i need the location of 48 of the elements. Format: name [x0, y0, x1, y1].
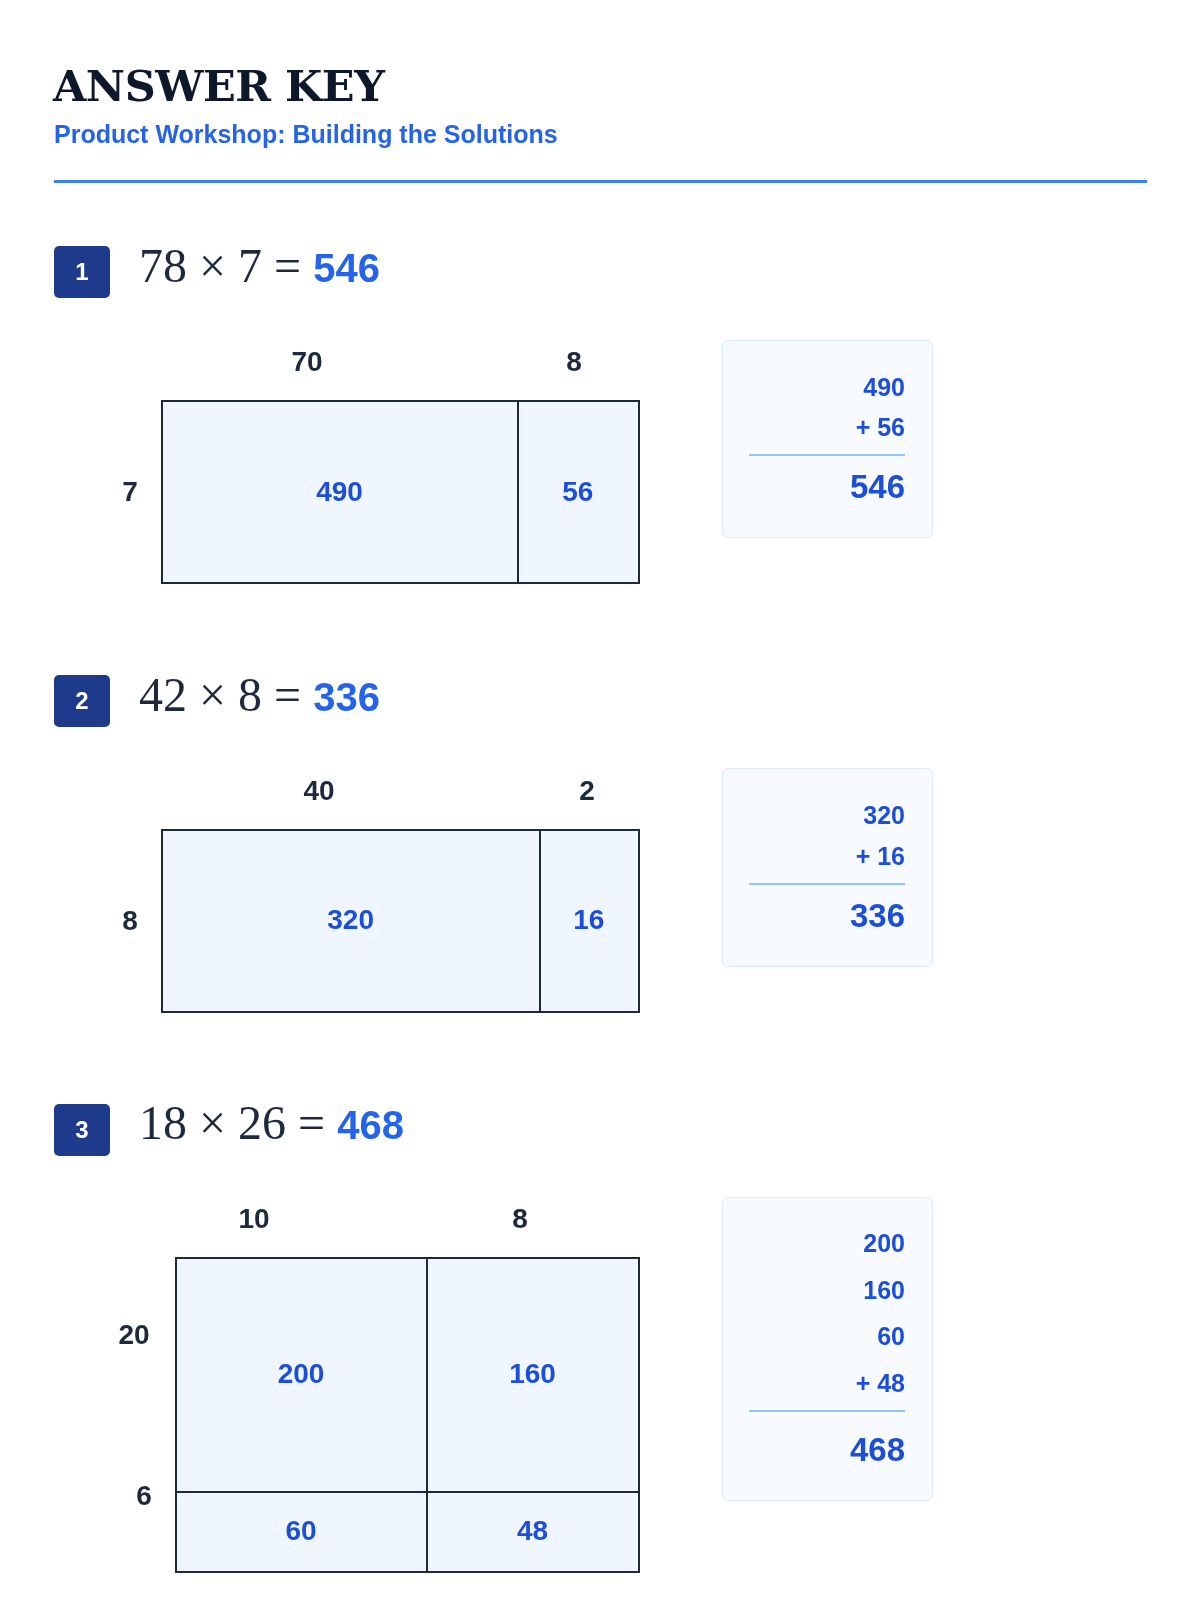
area-model-cell [161, 828, 542, 1013]
area-model-cell [161, 400, 519, 584]
addend: + 48 [855, 1368, 905, 1399]
partial-product: 160 [509, 1357, 556, 1392]
sum-panel [721, 339, 933, 538]
partial-product: 16 [573, 903, 605, 938]
partial-product: 56 [562, 474, 594, 509]
sum-panel [721, 1196, 933, 1501]
partial-product: 200 [277, 1357, 325, 1392]
addend: 490 [863, 371, 905, 402]
partial-product: 60 [285, 1514, 317, 1549]
equation: 18 × 26 = 468 [139, 1095, 404, 1151]
equation: 78 × 7 = 546 [139, 238, 380, 294]
area-model-cell [174, 1490, 429, 1573]
problem-number-badge: 1 [54, 246, 110, 298]
problem-number-badge: 3 [54, 1103, 110, 1156]
area-model-cell [426, 1490, 640, 1573]
area-model-cell [538, 828, 640, 1013]
addend: 60 [877, 1321, 905, 1352]
column-factor: 70 [291, 345, 323, 379]
page-title: ANSWER KEY [53, 60, 385, 112]
addend: 200 [863, 1228, 905, 1259]
partial-product: 320 [327, 903, 374, 938]
area-model-cell [174, 1256, 429, 1493]
sum-panel [721, 768, 933, 967]
row-factor: 8 [122, 903, 138, 938]
area-model-cell [516, 400, 640, 584]
addend: 160 [863, 1275, 905, 1306]
row-factor: 7 [122, 475, 138, 509]
addend: + 16 [855, 840, 905, 871]
addend: + 56 [855, 412, 905, 442]
area-model-cell [426, 1256, 640, 1493]
partial-product: 48 [516, 1514, 549, 1549]
subtitle: Product Workshop: Building the Solutions [54, 119, 558, 149]
addend: 320 [863, 800, 905, 831]
column-factor: 2 [579, 773, 595, 808]
column-factor: 40 [303, 773, 335, 808]
partial-product: 490 [316, 474, 363, 509]
column-factor: 8 [566, 345, 582, 379]
sum-total: 468 [849, 1430, 905, 1471]
row-factor: 20 [118, 1318, 150, 1352]
row-factor: 6 [136, 1478, 152, 1513]
problem-number-badge: 2 [54, 674, 110, 727]
column-factor: 10 [238, 1201, 270, 1236]
sum-total: 546 [849, 467, 905, 507]
equation: 42 × 8 = 336 [139, 666, 380, 723]
column-factor: 8 [512, 1201, 528, 1236]
sum-total: 336 [849, 895, 905, 936]
